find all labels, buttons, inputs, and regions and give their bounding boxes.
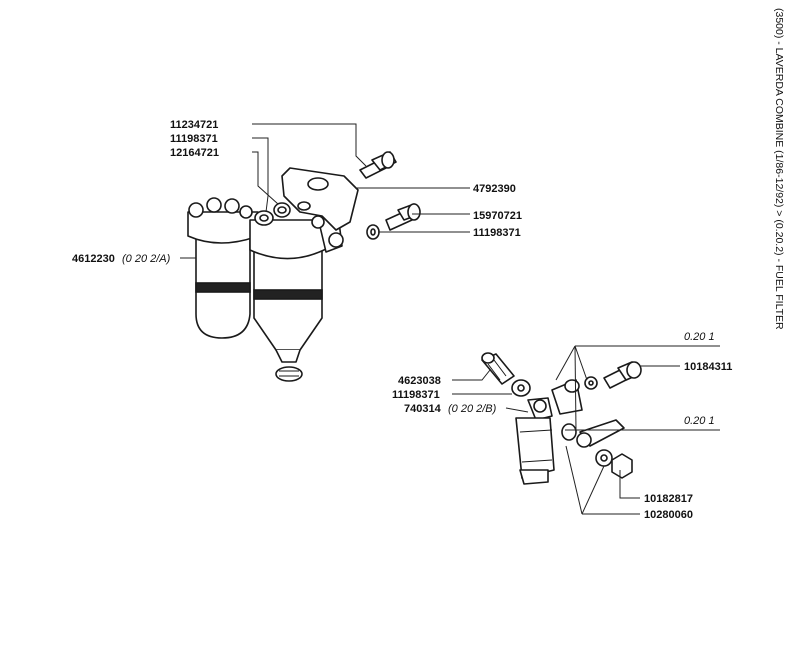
label-740314: 740314: [404, 403, 442, 415]
banjo-fitting-upper: [551, 376, 598, 415]
label-10280060: 10280060: [644, 509, 693, 521]
label-11198371-top: 11198371: [170, 133, 218, 145]
label-ref-0201-mid: 0.20 1: [684, 415, 715, 427]
label-ref-0201-top: 0.20 1: [684, 331, 715, 343]
label-11234721: 11234721: [170, 119, 218, 131]
label-740314-ref: (0 20 2/B): [448, 403, 497, 415]
double-fuel-filter-assembly: [187, 167, 359, 382]
label-4612230-ref: (0 20 2/A): [122, 253, 171, 265]
page-title: (3500) - LAVERDA COMBINE (1/86-12/92) > …: [773, 8, 785, 330]
label-4623038: 4623038: [398, 375, 441, 387]
banjo-fitting-middle: [561, 419, 625, 448]
label-12164721: 12164721: [170, 147, 219, 159]
bolt-11234721: [359, 151, 397, 179]
bolt-15970721: [385, 203, 421, 231]
label-4612230: 4612230: [72, 253, 115, 265]
washer-11198371-lower: [511, 379, 531, 397]
bolt-10184311: [603, 361, 642, 389]
leader-lines: [180, 123, 720, 515]
label-4792390: 4792390: [473, 183, 516, 195]
nut-10182817: [611, 453, 633, 479]
label-11198371-lower: 11198371: [392, 389, 440, 401]
label-10182817: 10182817: [644, 493, 693, 505]
label-15970721: 15970721: [473, 210, 522, 222]
inline-filter-740314: [515, 397, 555, 485]
washer-10280060: [595, 449, 613, 467]
label-11198371-right: 11198371: [473, 227, 521, 239]
label-10184311: 10184311: [684, 361, 732, 373]
banjo-bolt-4623038: [481, 352, 515, 385]
washer-11198371-right: [366, 224, 380, 240]
